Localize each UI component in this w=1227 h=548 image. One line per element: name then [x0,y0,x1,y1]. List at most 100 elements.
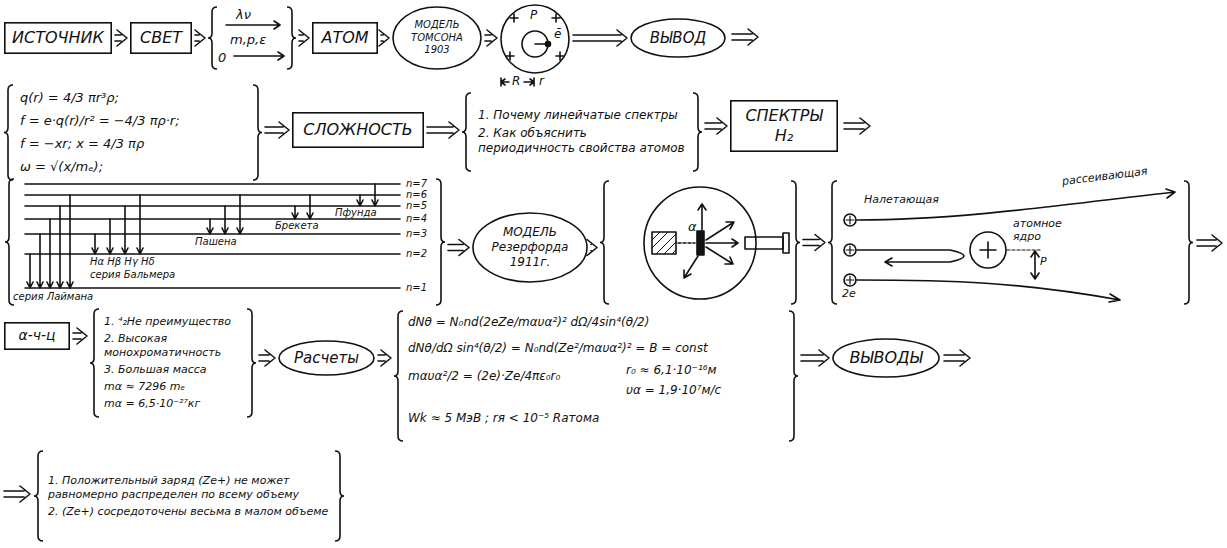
transition-arrow [237,195,243,234]
transition-arrow [67,195,73,288]
circle-outline [501,5,569,73]
scattering-apparatus [644,187,756,299]
node-text: ВЫВОД [650,29,706,48]
node-text: СЛОЖНОСТЬ [303,120,413,140]
scattering-apparatus [706,222,734,240]
text-group: 1. Почему линейчатые спектры2. Как объяс… [478,108,686,156]
brace-outline [600,180,800,305]
node-text: dNθ = N₀nd(2eZe/mαυα²)² dΩ/4sin⁴(θ/2) [408,316,649,330]
node-text: f = e·q(r)/r² = −4/3 πρ·r; [20,111,180,131]
process-box: СЛОЖНОСТЬ [292,112,424,148]
part-label: R [512,75,520,89]
ellipse-outline [631,19,725,57]
scattering-apparatus [697,231,704,255]
double-arrow [259,350,275,366]
illustration [4,14,1222,502]
quantity-arrow [234,52,284,60]
node-text: Wk ≈ 5 МэВ ; rя < 10⁻⁵ Rатома [408,412,599,426]
node-text: α [688,220,697,235]
node-text: 2. (Ze+) сосредоточены весьма в малом об… [48,505,328,519]
double-arrow [115,30,127,46]
text-group: q(r) = 4/3 πr³ρ;f = e·q(r)/r² = −4/3 πρ·… [20,88,246,177]
node-text: АТОМ [321,28,368,48]
process-box: СВЕТ [130,22,192,54]
node-text: Пфунда [335,207,377,219]
ellipse-outline [833,339,939,377]
scattering-apparatus [698,204,706,230]
node-text: P [1040,256,1047,269]
part-label: r [539,75,544,89]
quantity-arrow [226,21,280,29]
double-arrow [379,30,389,46]
rect-outline [293,113,423,147]
part-label: n=2 [406,248,427,260]
node-text: СВЕТ [140,28,182,48]
transition-arrow [307,195,313,219]
transition-arrow [207,219,213,234]
brace-group: 1. ⁴₂He преимущество2. Высокая монохрома… [90,308,256,418]
part-label: n=4 [406,213,427,225]
terminal-ellipse: ВЫВОД [630,18,726,58]
brace-group: q(r) = 4/3 πr³ρ;f = e·q(r)/r² = −4/3 πρ·… [4,84,262,181]
node-text: 3. Большая масса [104,363,207,377]
brace-group: Налетающаярассеивающаяатомное ядроP2e [828,180,1193,305]
part-label: n=7 [406,178,427,190]
scattering-sketch [857,189,1175,220]
node-text: атомное ядро [1013,218,1075,243]
double-arrow [485,30,497,46]
double-arrow [587,240,597,256]
scattering-sketch [846,216,854,284]
brace-outline [90,309,256,417]
brace-outline [5,179,445,305]
node-text: ВЫВОДЫ [849,348,922,368]
scattering-apparatus [706,247,733,264]
transition-arrow [222,206,228,234]
process-box: ИСТОЧНИК [4,22,112,54]
text-group: 1. ⁴₂He преимущество2. Высокая монохрома… [104,315,242,411]
node-text: 1. Положительный заряд (Ze+) не может ра… [48,474,330,502]
node-text: Расчеты [294,349,359,368]
brace-outline [600,181,800,304]
flow-arrow [844,118,870,134]
node-text: mαυα²/2 = (2e)·Ze/4πε₀r₀ [408,370,560,384]
node-text: α-ч-ц [18,327,55,345]
brace-outline [394,311,798,441]
scattering-apparatus [745,237,783,249]
text-group: α-ч-ц [18,327,55,345]
quantity-arrow [226,21,284,60]
scattering-apparatus [644,187,789,299]
node-text: dNθ/dΩ sin⁴(θ/2) = N₀nd(Ze²/mαυα²)² = B … [408,342,708,356]
transition-arrow [37,234,43,288]
node-text: ω = √(x/mₑ); [20,157,103,177]
text-group: МОДЕЛЬ ТОМСОНА 1903 [407,19,467,57]
text-group: ВЫВОДЫ [849,348,922,368]
terminal-ellipse: ВЫВОДЫ [832,338,940,378]
text-group: ИСТОЧНИК [12,28,104,48]
scattering-apparatus [652,232,676,254]
flow-arrow [732,29,758,45]
energy-levels [25,184,400,288]
node-text: λν [236,8,251,23]
brace-group: λνm,p,ε0 [208,6,296,70]
process-box: АТОМ [312,22,378,54]
part-label: n=3 [406,228,427,240]
rect-outline [5,323,69,349]
transition-arrow [92,234,98,254]
transition-arrow [107,219,113,254]
double-arrow [448,240,469,256]
scattering-sketch [857,250,964,266]
node-text: Налетающая [864,194,939,207]
flow-arrow [4,29,1222,502]
node-text: серия Бальмера [90,269,175,281]
node-text: ē [554,28,561,42]
scattering-sketch [980,242,996,258]
node-text: 2e [842,288,856,301]
ellipse-outline [473,213,587,282]
node-text: 1. Почему линейчатые спектры [478,108,678,123]
node-text: МОДЕЛЬ ТОМСОНА 1903 [407,19,467,57]
scattering-sketch [1031,251,1039,279]
text-group: СЛОЖНОСТЬ [303,120,413,140]
transition-arrow [47,219,53,288]
scattering-apparatus [652,232,676,254]
